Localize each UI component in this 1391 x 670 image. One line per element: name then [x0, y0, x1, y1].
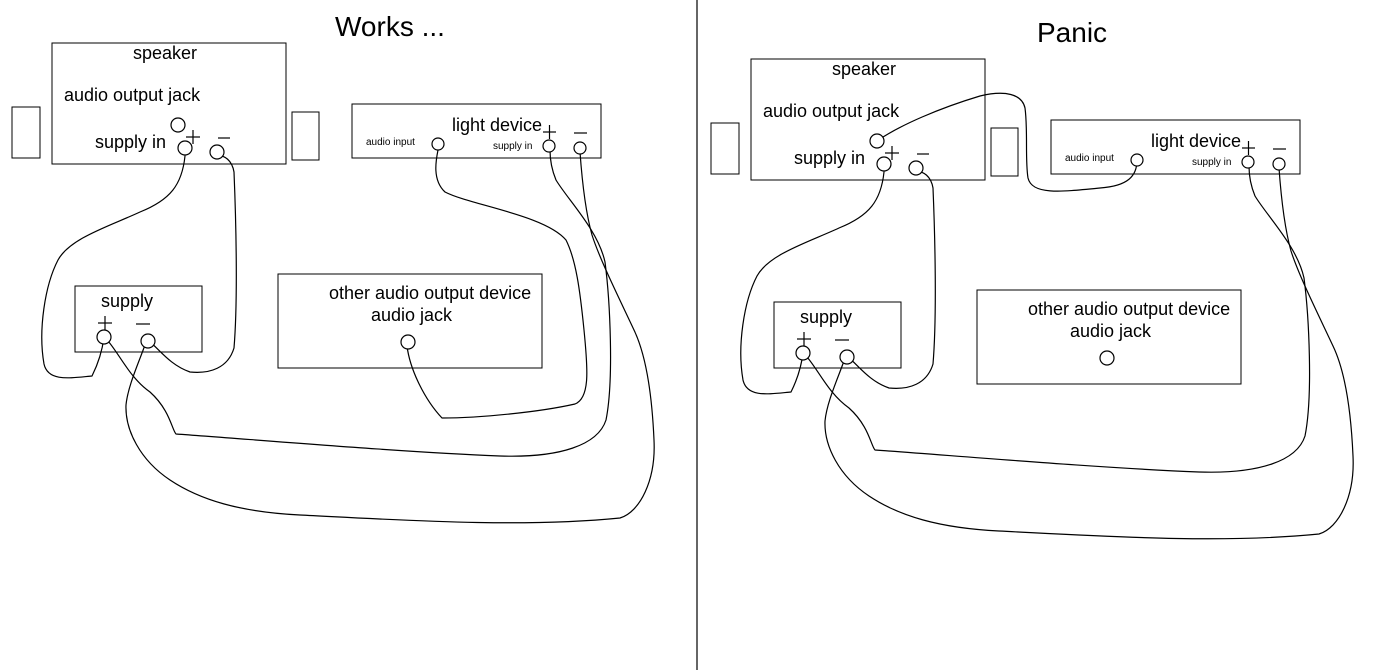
light-audio-input-jack[interactable] — [1130, 153, 1144, 167]
other-audio-device-box — [976, 289, 1242, 385]
speaker-right-cabinet — [990, 127, 1019, 177]
light-audio-input-label: audio input — [1065, 153, 1114, 164]
light-device-label: light device — [452, 115, 542, 135]
other-audio-device-box — [277, 273, 543, 369]
plus-minus-signs — [98, 125, 587, 330]
speaker-label: speaker — [133, 43, 197, 63]
light-supply-plus-jack[interactable] — [1241, 155, 1255, 169]
speaker-supply-minus-jack[interactable] — [209, 144, 225, 160]
wire-speaker-output-to-light-audio-input — [876, 92, 1138, 192]
supply-label: supply — [800, 307, 852, 327]
panel-panic: Panic speaker audio output jack supply i… — [710, 17, 1354, 540]
other-device-jack-label: audio jack — [371, 305, 453, 325]
wire-other-jack-to-light-audio-input — [406, 149, 588, 419]
light-audio-input-jack[interactable] — [431, 137, 445, 151]
speaker-box — [750, 58, 986, 181]
light-device-box — [1050, 119, 1301, 175]
panel-title-panic: Panic — [1037, 17, 1107, 48]
speaker-left-cabinet — [710, 122, 740, 175]
speaker-audio-output-jack[interactable] — [869, 133, 885, 149]
wire-supply-plus-to-speaker-plus — [41, 155, 186, 379]
supply-minus-jack[interactable] — [140, 333, 156, 349]
speaker-left-cabinet — [11, 106, 41, 159]
speaker-supply-in-label: supply in — [794, 148, 865, 168]
panel-works: Works ... speaker audio output jack supp… — [11, 11, 655, 524]
light-supply-in-label: supply in — [493, 141, 532, 152]
supply-label: supply — [101, 291, 153, 311]
wire-supply-plus-to-light-plus — [107, 149, 612, 457]
audio-output-jack-label: audio output jack — [64, 85, 201, 105]
supply-box — [74, 285, 203, 353]
panel-title-works: Works ... — [335, 11, 445, 42]
speaker-supply-minus-jack[interactable] — [908, 160, 924, 176]
light-supply-plus-jack[interactable] — [542, 139, 556, 153]
light-supply-in-label: supply in — [1192, 157, 1231, 168]
light-supply-minus-jack[interactable] — [1272, 157, 1286, 171]
speaker-box — [51, 42, 287, 165]
light-device-label: light device — [1151, 131, 1241, 151]
wire-supply-plus-to-light-plus — [806, 165, 1311, 473]
speaker-supply-plus-jack[interactable] — [876, 156, 892, 172]
supply-plus-jack[interactable] — [96, 329, 112, 345]
other-device-label: other audio output device — [329, 283, 531, 303]
speaker-right-cabinet — [291, 111, 320, 161]
audio-output-jack-label: audio output jack — [763, 101, 900, 121]
speaker-audio-output-jack[interactable] — [170, 117, 186, 133]
supply-box — [773, 301, 902, 369]
other-device-label: other audio output device — [1028, 299, 1230, 319]
speaker-label: speaker — [832, 59, 896, 79]
wire-supply-minus-to-speaker-minus — [846, 171, 936, 389]
wire-supply-minus-to-light-minus — [824, 167, 1354, 540]
speaker-supply-in-label: supply in — [95, 132, 166, 152]
wire-supply-minus-to-light-minus — [125, 151, 655, 524]
speaker-supply-plus-jack[interactable] — [177, 140, 193, 156]
other-device-audio-jack[interactable] — [1099, 350, 1115, 366]
wire-supply-plus-to-speaker-plus — [740, 171, 885, 395]
plus-minus-signs — [797, 141, 1286, 346]
supply-minus-jack[interactable] — [839, 349, 855, 365]
other-device-jack-label: audio jack — [1070, 321, 1152, 341]
wire-supply-minus-to-speaker-minus — [147, 155, 237, 373]
other-device-audio-jack[interactable] — [400, 334, 416, 350]
light-supply-minus-jack[interactable] — [573, 141, 587, 155]
light-audio-input-label: audio input — [366, 137, 415, 148]
light-device-box — [351, 103, 602, 159]
supply-plus-jack[interactable] — [795, 345, 811, 361]
